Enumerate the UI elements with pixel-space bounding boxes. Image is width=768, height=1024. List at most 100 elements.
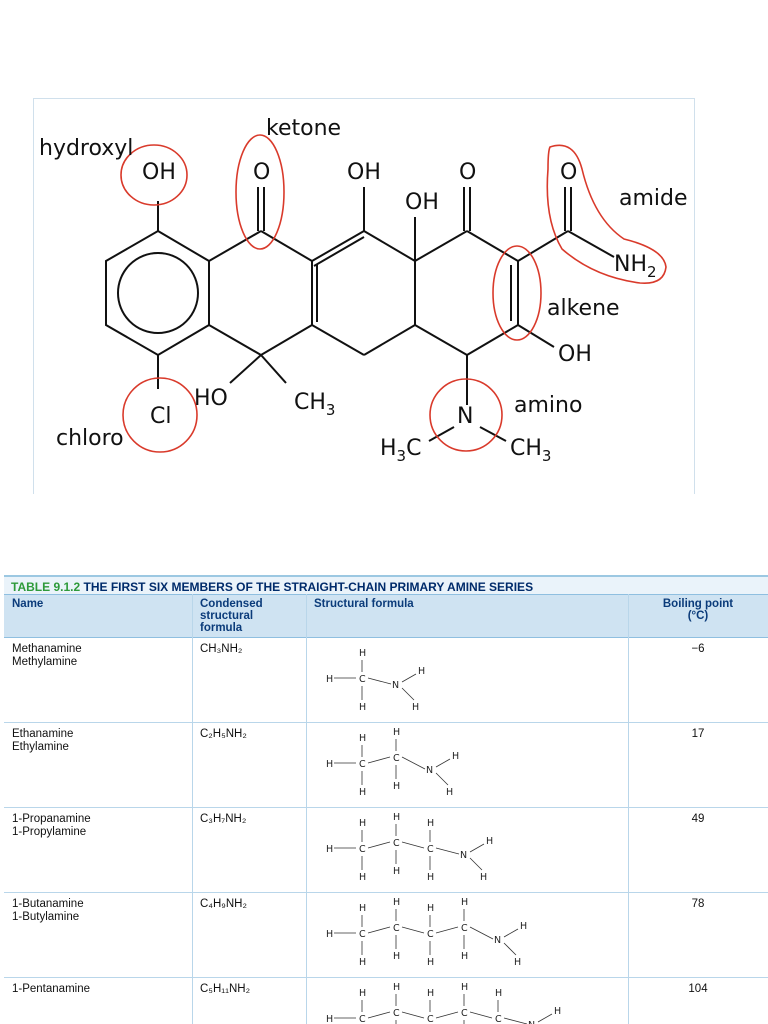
bond-line: [469, 926, 494, 940]
carbon-atom: C: [359, 1014, 366, 1024]
table-header-row: Name Condensed structural formula Struct…: [4, 594, 768, 638]
hydrogen-atom: H: [393, 781, 400, 792]
bond-line: [401, 673, 417, 683]
chloro-label: chloro: [56, 426, 124, 451]
atom-oh-2: OH: [347, 160, 381, 185]
bond-line: [435, 926, 459, 934]
common-name: Ethylamine: [12, 741, 69, 753]
bond-line: [367, 756, 391, 764]
atom-n: N: [457, 404, 473, 429]
amino-label: amino: [514, 393, 582, 418]
nitrogen-atom: N: [494, 935, 501, 946]
table-row: 1-PentanamineC₅H₁₁NH₂HCHHCHHCHHCHHCHHNHH…: [4, 978, 768, 1024]
boiling-point-cell: 17: [691, 728, 705, 740]
hydrogen-atom: H: [554, 1006, 561, 1017]
carbon-atom: C: [393, 1008, 400, 1019]
bond-line: [503, 928, 519, 938]
nitrogen-atom: N: [426, 765, 433, 776]
carbon-atom: C: [393, 923, 400, 934]
boiling-point-cell: 49: [691, 813, 705, 825]
table-number: TABLE 9.1.2: [11, 580, 81, 594]
hydrogen-atom: H: [359, 787, 366, 798]
hydrogen-atom: H: [326, 1014, 333, 1024]
atom-o-3: O: [459, 160, 476, 185]
column-divider: [628, 594, 629, 1024]
carbon-atom: C: [495, 1014, 502, 1024]
bond-line: [435, 758, 451, 768]
hydroxyl-highlight: [120, 144, 188, 206]
bond-line: [401, 756, 426, 770]
condensed-formula-cell: CH₃NH₂: [200, 643, 243, 655]
bond-line: [367, 1011, 391, 1019]
common-name: Methylamine: [12, 656, 78, 668]
carbon-atom: C: [427, 929, 434, 940]
iupac-name: 1-Propanamine: [12, 813, 91, 825]
hydrogen-atom: H: [393, 866, 400, 877]
hydrogen-atom: H: [461, 897, 468, 908]
carbon-atom: C: [359, 929, 366, 940]
table-caption: TABLE 9.1.2 THE FIRST SIX MEMBERS OF THE…: [4, 575, 768, 594]
nitrogen-atom: N: [460, 850, 467, 861]
hydrogen-atom: H: [514, 957, 521, 968]
header-name: Name: [12, 598, 44, 610]
hydrogen-atom: H: [486, 836, 493, 847]
atom-n-ch3: CH3: [510, 436, 551, 465]
hydrogen-atom: H: [427, 903, 434, 914]
header-boiling-point: Boiling point (°C): [662, 598, 734, 622]
ketone-label: ketone: [266, 116, 341, 141]
boiling-point-cell: 78: [691, 898, 705, 910]
common-name: 1-Propylamine: [12, 826, 87, 838]
header-structural-formula: Structural formula: [314, 598, 414, 610]
atom-oh-hydroxyl: OH: [142, 160, 176, 185]
nitrogen-atom: N: [392, 680, 399, 691]
hydrogen-atom: H: [418, 666, 425, 677]
carbon-atom: C: [359, 759, 366, 770]
condensed-formula-cell: C₅H₁₁NH₂: [200, 983, 251, 995]
atom-cl: Cl: [150, 404, 171, 429]
bond-line: [469, 1011, 493, 1019]
amide-label: amide: [619, 186, 688, 211]
carbon-atom: C: [461, 1008, 468, 1019]
iupac-name: Methanamine: [12, 643, 82, 655]
bond-line: [469, 857, 483, 871]
hydrogen-atom: H: [359, 988, 366, 999]
structural-formula-drawing: HCHHCHHCHHCHHCHHNHH: [326, 982, 561, 1024]
bond-line: [367, 926, 391, 934]
atom-o-ketone: O: [253, 160, 270, 185]
carbon-atom: C: [427, 1014, 434, 1024]
hydrogen-atom: H: [427, 872, 434, 883]
hydrogen-atom: H: [452, 751, 459, 762]
common-name: 1-Butylamine: [12, 911, 80, 923]
bond-line: [401, 841, 425, 849]
hydroxyl-label: hydroxyl: [39, 136, 133, 161]
header-condensed-formula: Condensed structural formula: [200, 598, 263, 634]
hydrogen-atom: H: [427, 988, 434, 999]
nitrogen-atom: N: [528, 1020, 535, 1024]
atom-oh-3: OH: [405, 190, 439, 215]
bond-line: [503, 1017, 528, 1024]
hydrogen-atom: H: [359, 957, 366, 968]
chloro-highlight: [122, 377, 198, 453]
hydrogen-atom: H: [326, 844, 333, 855]
amino-highlight: [429, 378, 503, 452]
atom-nh2: NH2: [614, 252, 657, 281]
hydrogen-atom: H: [520, 921, 527, 932]
carbon-atom: C: [359, 844, 366, 855]
carbon-atom: C: [393, 753, 400, 764]
carbon-atom: C: [393, 838, 400, 849]
atom-ch3: CH3: [294, 390, 335, 419]
alkene-label: alkene: [547, 296, 620, 321]
hydrogen-atom: H: [461, 951, 468, 962]
condensed-formula-cell: C₃H₇NH₂: [200, 813, 247, 825]
hydrogen-atom: H: [480, 872, 487, 883]
hydrogen-atom: H: [495, 988, 502, 999]
carbon-atom: C: [461, 923, 468, 934]
